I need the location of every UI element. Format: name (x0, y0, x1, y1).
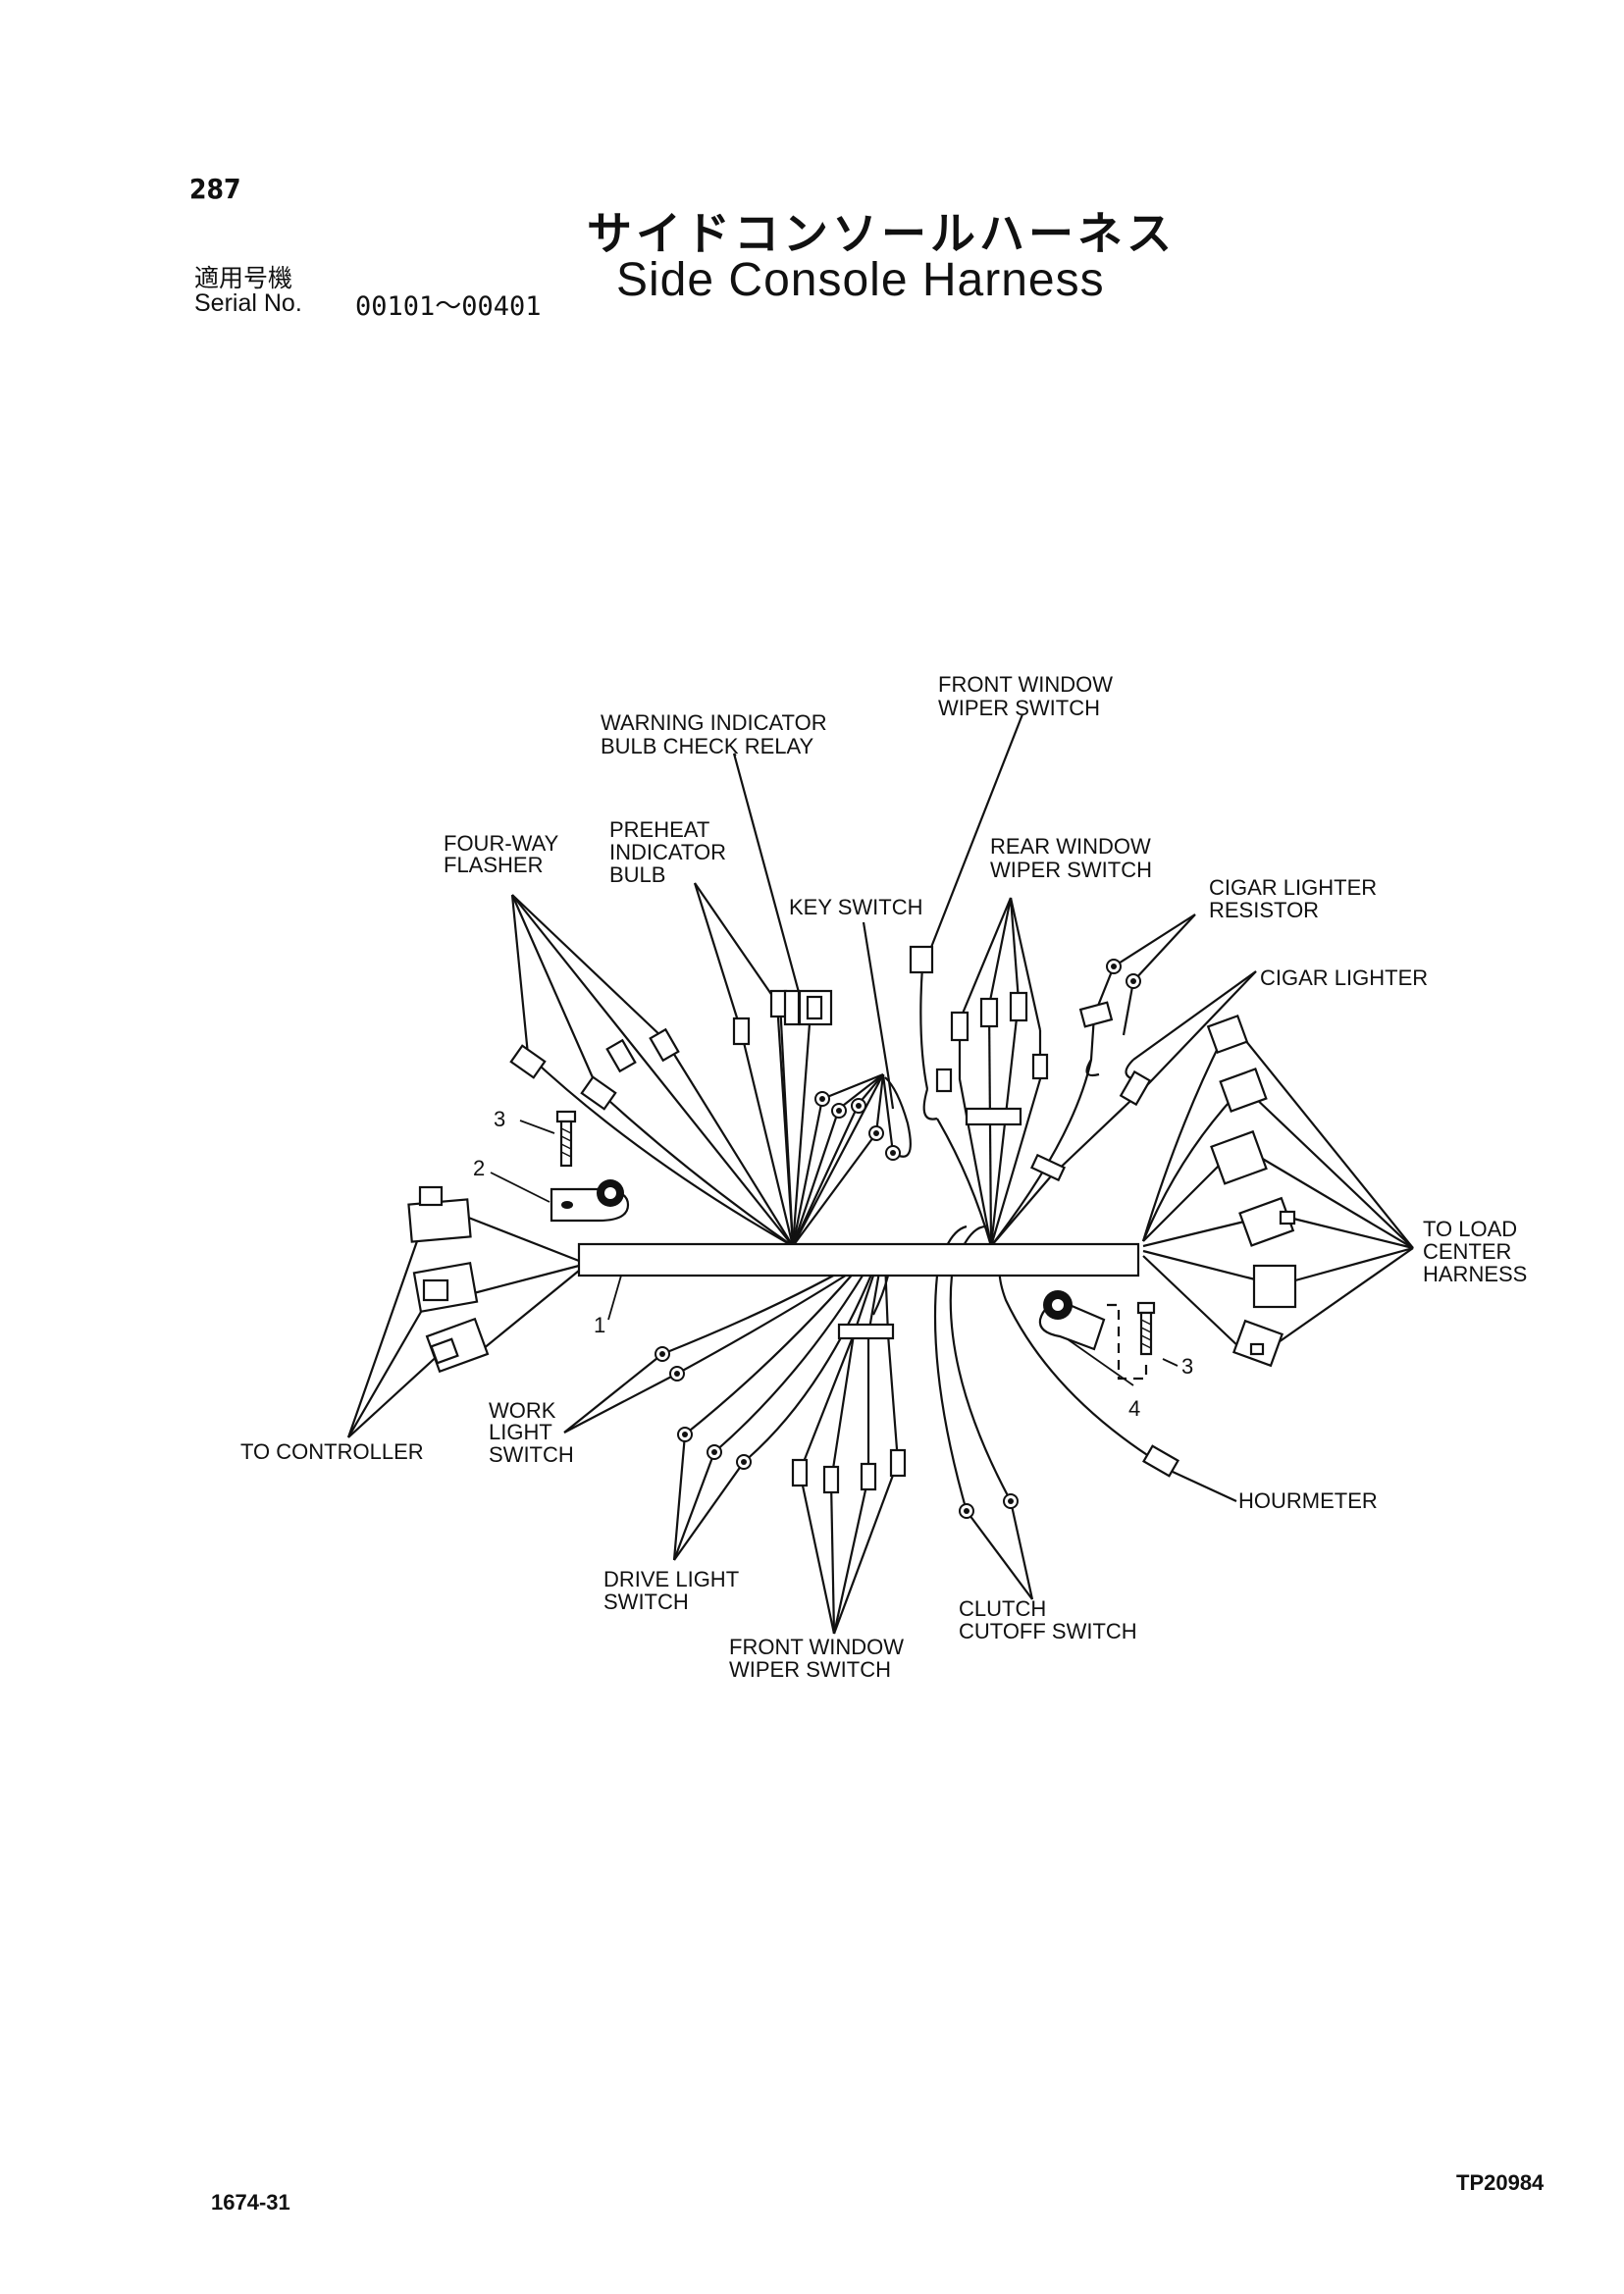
footer-reference-code: TP20984 (1456, 2170, 1545, 2195)
title-japanese: サイドコンソールハーネス (587, 207, 1176, 260)
serial-label: 適用号機 Serial No. (194, 267, 302, 316)
label-front-window-wiper-bottom: FRONT WINDOW WIPER SWITCH (729, 1635, 910, 1682)
label-clutch-cutoff: CLUTCH CUTOFF SWITCH (959, 1596, 1137, 1643)
callout-bolt-left: 3 (494, 1107, 505, 1131)
callout-clamp-left: 2 (473, 1156, 485, 1180)
label-to-load-center: TO LOAD CENTER HARNESS (1423, 1217, 1527, 1286)
callout-numbers: 1 2 3 3 4 (473, 1107, 1193, 1421)
label-drive-light: DRIVE LIGHT SWITCH (603, 1567, 745, 1614)
label-warning-indicator: WARNING INDICATOR BULB CHECK RELAY (601, 710, 833, 758)
ring-terminals (655, 959, 1141, 1519)
serial-label-ja: 適用号機 (194, 265, 293, 292)
main-harness (577, 1242, 1140, 1277)
label-front-window-wiper-top: FRONT WINDOW WIPER SWITCH (938, 672, 1119, 720)
footer-drawing-number: 1674-31 (211, 2190, 290, 2215)
connectors (407, 945, 1297, 1494)
bolt-right (1107, 1301, 1156, 1381)
clamp-left (550, 1179, 630, 1223)
bolt-left (555, 1110, 577, 1168)
label-work-light: WORK LIGHT SWITCH (489, 1398, 574, 1467)
label-rear-window-wiper: REAR WINDOW WIPER SWITCH (990, 834, 1157, 882)
diagram-labels: WARNING INDICATOR BULB CHECK RELAY FRONT… (240, 672, 1527, 1682)
label-key-switch: KEY SWITCH (789, 895, 923, 919)
label-cigar-lighter-resistor: CIGAR LIGHTER RESISTOR (1209, 875, 1383, 922)
page-number: 287 (189, 173, 241, 205)
serial-range: 00101～00401 (355, 291, 542, 322)
clamp-right (1038, 1290, 1106, 1351)
callout-bolt-right: 3 (1181, 1354, 1193, 1379)
label-cigar-lighter: CIGAR LIGHTER (1260, 965, 1428, 990)
leader-lines (490, 753, 1179, 1386)
label-to-controller: TO CONTROLLER (240, 1439, 424, 1464)
title-english: Side Console Harness (616, 254, 1105, 306)
label-preheat-indicator: PREHEAT INDICATOR BULB (609, 817, 732, 887)
label-hourmeter: HOURMETER (1238, 1488, 1378, 1513)
serial-label-en: Serial No. (194, 289, 302, 317)
callout-harness: 1 (594, 1313, 605, 1337)
callout-clamp-right: 4 (1128, 1396, 1140, 1421)
label-four-way-flasher: FOUR-WAY FLASHER (444, 831, 564, 877)
